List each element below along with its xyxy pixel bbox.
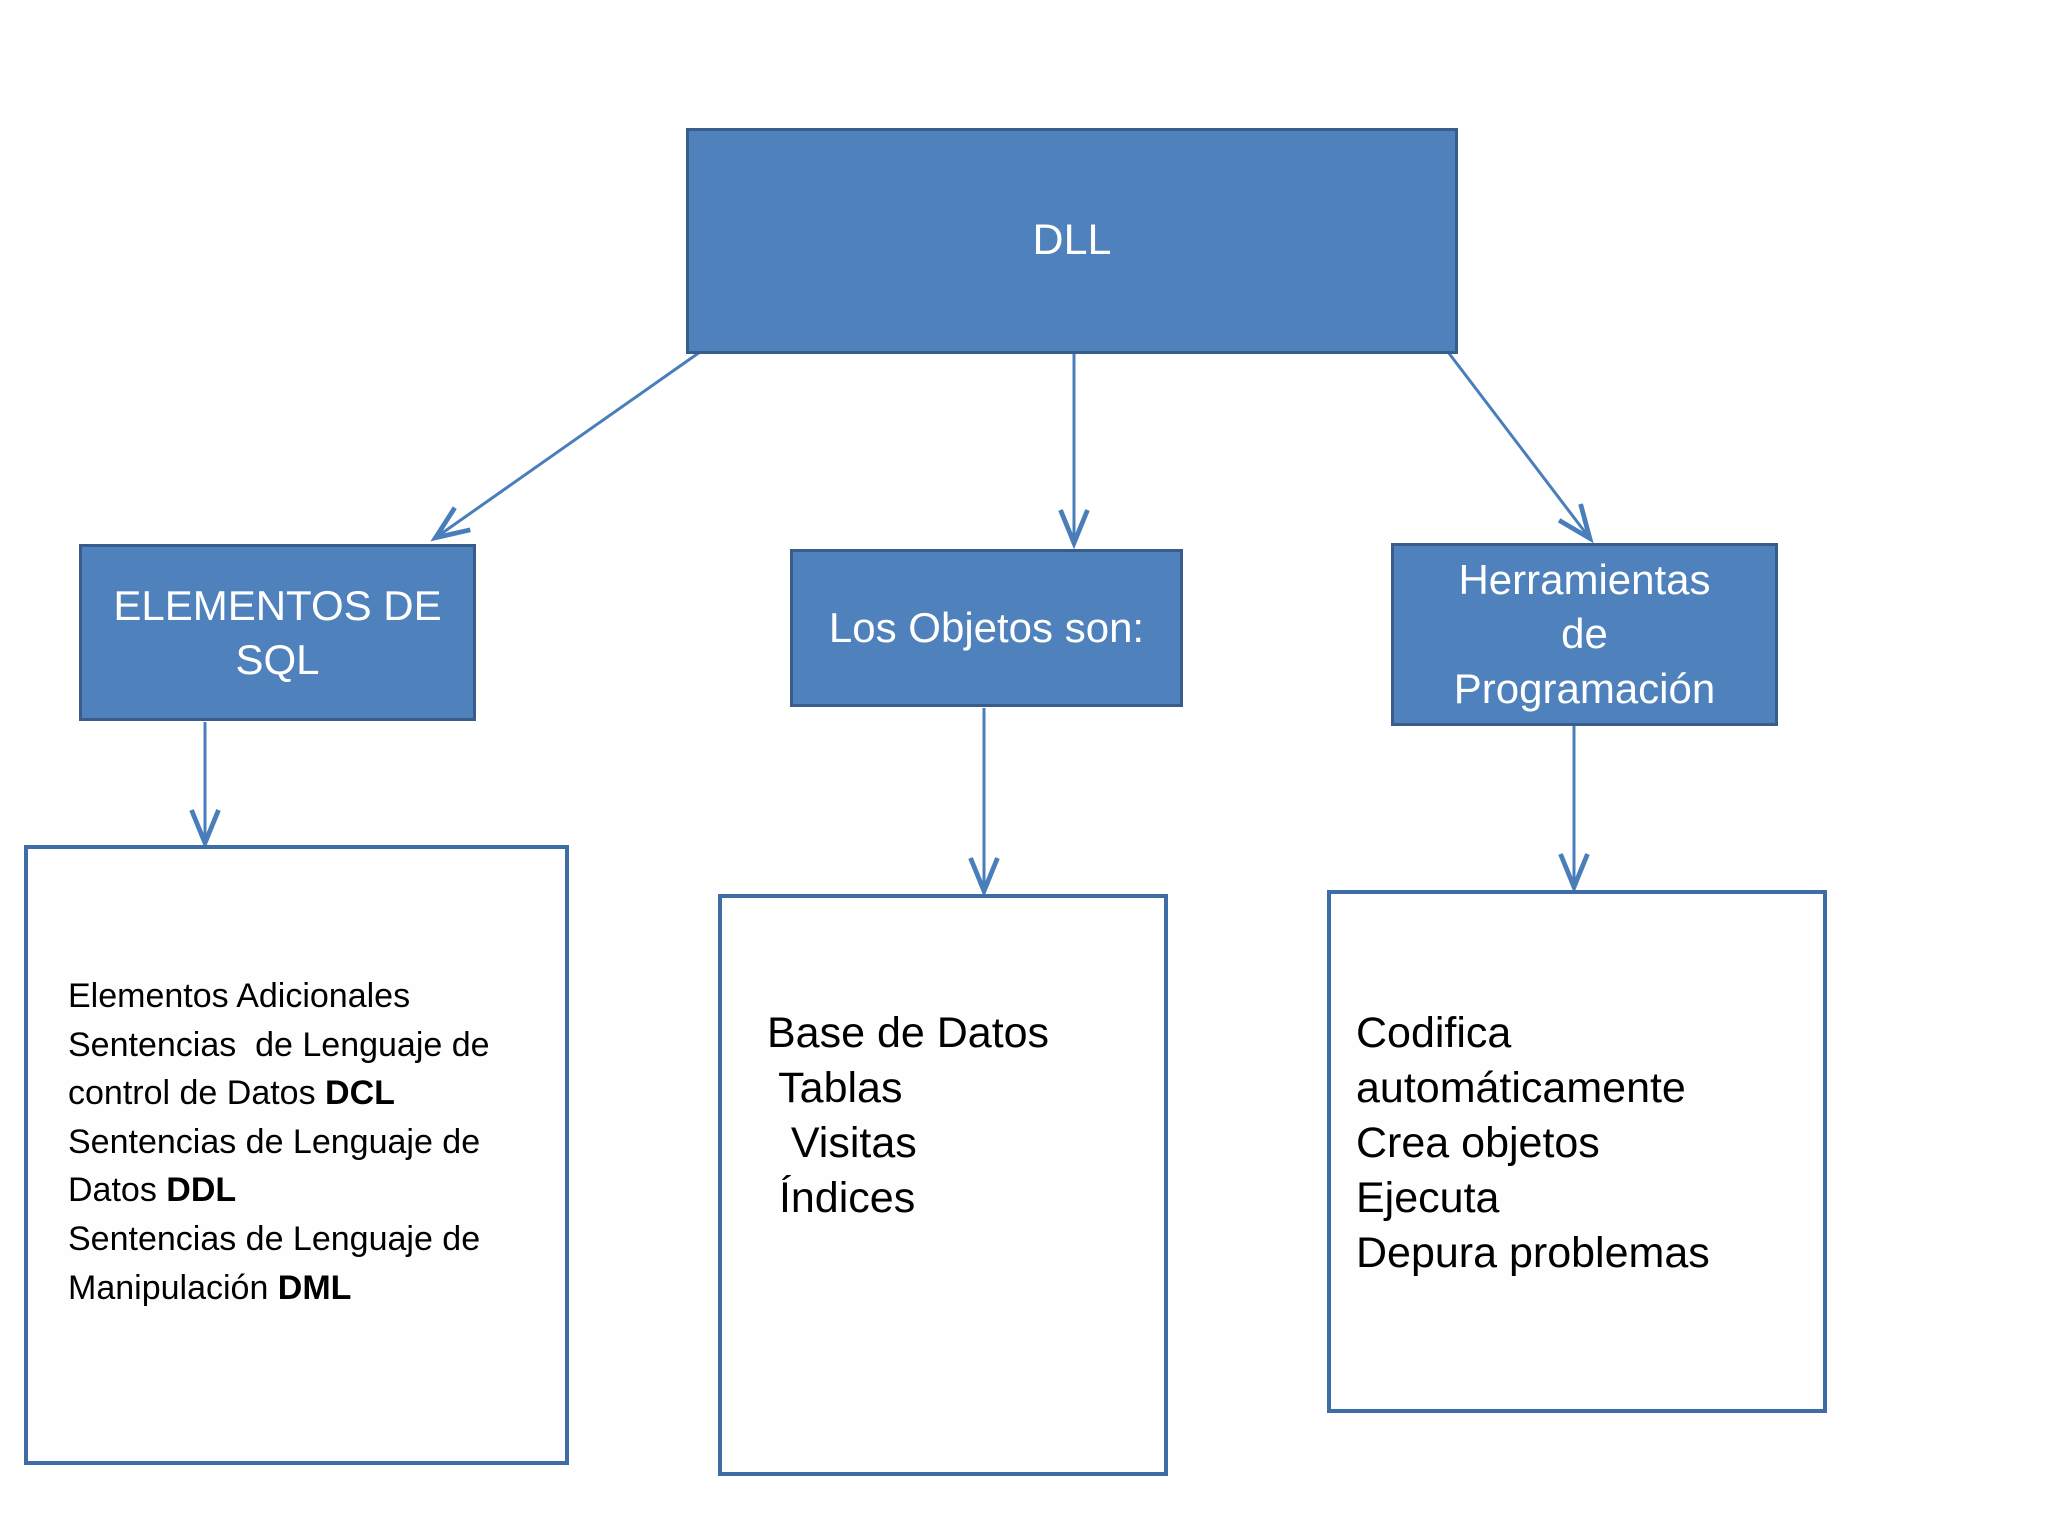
detail-line: Índices <box>767 1174 916 1223</box>
detail-line: Ejecuta <box>1356 1174 1500 1223</box>
node-elementos-de-sql[interactable]: ELEMENTOS DE SQL <box>79 544 476 721</box>
detail-line-emphasis: DDL <box>166 1171 237 1210</box>
node-los-objetos-son[interactable]: Los Objetos son: <box>790 549 1183 707</box>
detail-line: Base de Datos <box>767 1009 1050 1057</box>
detail-line: Crea objetos <box>1356 1119 1600 1168</box>
node-herramientas-de-programacion[interactable]: Herramientas de Programación <box>1391 543 1778 726</box>
detail-line: Sentencias de Lenguaje de <box>68 1025 490 1064</box>
detail-line: control de Datos DCL <box>68 1074 395 1113</box>
node-dll[interactable]: DLL <box>686 128 1458 354</box>
detail-line: Sentencias de Lenguaje de <box>68 1220 481 1259</box>
detail-line: Visitas <box>767 1119 917 1168</box>
detail-line: Tablas <box>767 1064 903 1113</box>
detail-box-los-objetos-son[interactable]: Base de Datos Tablas Visitas Índices <box>718 894 1168 1476</box>
detail-line: Codifica <box>1356 1009 1512 1057</box>
detail-line: Manipulación DML <box>68 1268 352 1307</box>
detail-line: Datos DDL <box>68 1171 237 1210</box>
detail-line-emphasis: DML <box>277 1268 352 1307</box>
connector-dll-to-herramientas <box>1446 351 1588 536</box>
detail-line: Elementos Adicionales <box>68 977 411 1015</box>
detail-line: Sentencias de Lenguaje de <box>68 1122 481 1161</box>
connector-dll-to-elementos <box>438 350 701 536</box>
detail-line-emphasis: DCL <box>325 1074 395 1113</box>
detail-line: automáticamente <box>1356 1064 1686 1113</box>
detail-line: Depura problemas <box>1356 1229 1710 1278</box>
